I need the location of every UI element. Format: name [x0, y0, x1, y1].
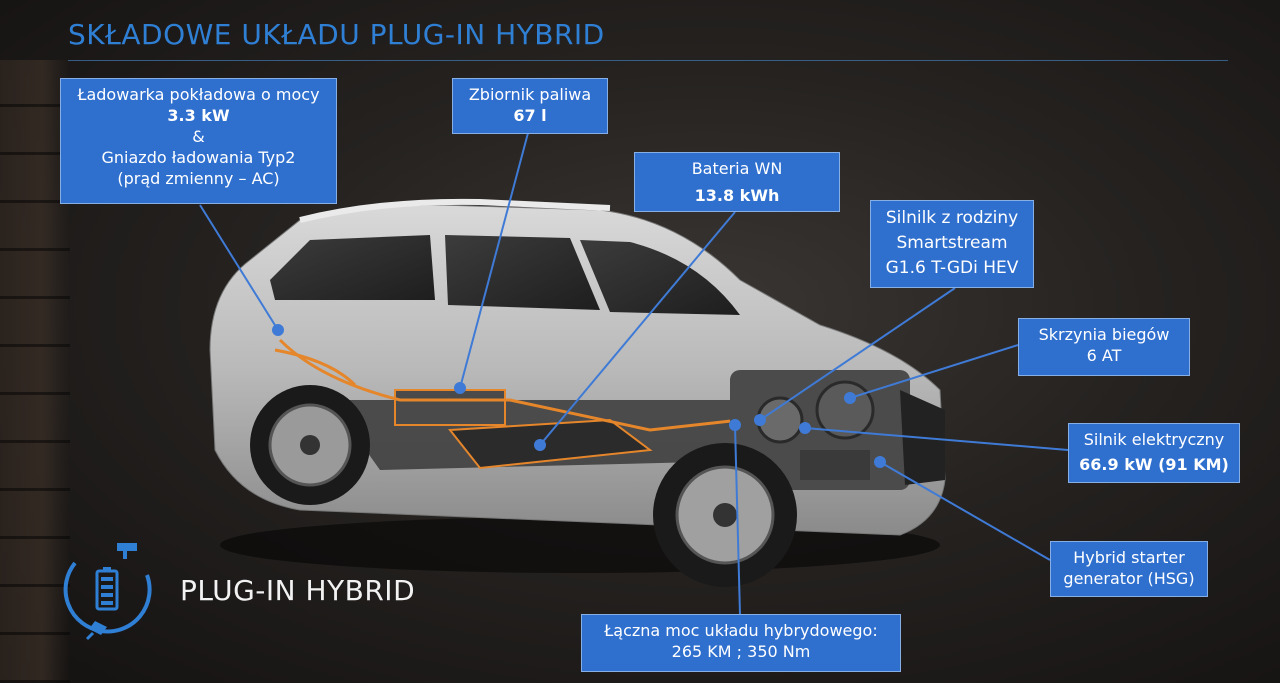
page-title: SKŁADOWE UKŁADU PLUG-IN HYBRID: [68, 18, 605, 51]
fuel-tank-label: Zbiornik paliwa: [468, 85, 592, 104]
engine-model: G1.6 T-GDi HEV: [885, 258, 1019, 278]
car-cutaway-illustration: [209, 198, 946, 587]
charging-socket-label: Gniazdo ładowania Typ2: [101, 148, 296, 167]
callout-gearbox: Skrzynia biegów 6 AT: [1018, 318, 1190, 376]
callout-hv-battery: Bateria WN 13.8 kWh: [634, 152, 840, 212]
ev-plug-icon: [63, 543, 152, 641]
electric-motor-value: 66.9 kW (91 KM): [1079, 455, 1229, 474]
callout-fuel-tank: Zbiornik paliwa 67 l: [452, 78, 608, 134]
total-power-label: Łączna moc układu hybrydowego:: [604, 621, 878, 640]
hsg-label-line2: generator (HSG): [1063, 569, 1195, 588]
gearbox-label: Skrzynia biegów: [1038, 325, 1170, 344]
charger-power-value: 3.3 kW: [167, 106, 230, 125]
callout-total-power: Łączna moc układu hybrydowego: 265 KM ; …: [581, 614, 901, 672]
total-power-value: 265 KM ; 350 Nm: [671, 642, 811, 661]
callout-engine: Silnilk z rodziny Smartstream G1.6 T-GDi…: [870, 200, 1034, 288]
hsg-label-line1: Hybrid starter: [1073, 548, 1185, 567]
charging-current-type: (prąd zmienny – AC): [117, 169, 280, 188]
engine-family-label: Silnilk z rodziny: [885, 208, 1019, 228]
title-divider: [68, 60, 1228, 61]
callout-onboard-charger: Ładowarka pokładowa o mocy 3.3 kW & Gnia…: [60, 78, 337, 204]
charger-label: Ładowarka pokładowa o mocy: [77, 85, 320, 104]
plug-in-hybrid-label: PLUG-IN HYBRID: [180, 574, 416, 607]
callout-electric-motor: Silnik elektryczny 66.9 kW (91 KM): [1068, 423, 1240, 483]
callout-hsg: Hybrid starter generator (HSG): [1050, 541, 1208, 597]
gearbox-value: 6 AT: [1086, 346, 1122, 365]
battery-capacity-value: 13.8 kWh: [694, 186, 780, 205]
fuel-tank-value: 67 l: [513, 106, 547, 125]
battery-label: Bateria WN: [691, 159, 783, 178]
brick-wall-background: [0, 60, 70, 683]
engine-family-name: Smartstream: [896, 233, 1008, 253]
battery-icon: [95, 567, 119, 611]
electric-motor-label: Silnik elektryczny: [1083, 430, 1225, 449]
charger-ampersand: &: [192, 127, 205, 146]
